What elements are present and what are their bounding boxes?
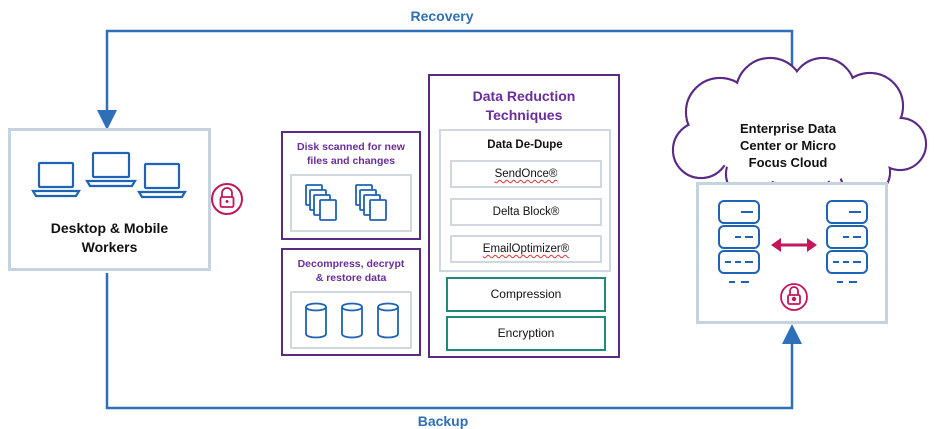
- sendonce-item: SendOnce®: [450, 160, 602, 188]
- workers-label: Desktop & Mobile Workers: [50, 220, 169, 255]
- dedupe-panel: Data De-Dupe SendOnce® Delta Block® Emai…: [439, 129, 611, 272]
- encryption-item: Encryption: [446, 316, 606, 351]
- data-reduction-box: Data Reduction Techniques Data De-Dupe S…: [428, 74, 620, 358]
- database-icon: [305, 302, 327, 339]
- delta-block-item: Delta Block®: [450, 198, 602, 226]
- padlock-icon: [780, 283, 808, 311]
- scan-title: Disk scanned for new files and changes: [297, 141, 405, 167]
- databases: [305, 302, 399, 339]
- laptop-icon: [31, 161, 81, 198]
- dedupe-title: Data De-Dupe: [487, 139, 563, 151]
- recovery-label: Recovery: [410, 8, 474, 24]
- padlock-icon: [211, 183, 243, 215]
- recovery-arrow: [97, 29, 794, 130]
- data-center-box: [696, 182, 888, 324]
- file-stack-icon: [305, 184, 337, 221]
- double-arrow-icon: [771, 238, 817, 252]
- workers-box: Desktop & Mobile Workers: [8, 128, 211, 271]
- scan-box: Disk scanned for new files and changes: [281, 131, 421, 240]
- laptop-icon: [137, 162, 187, 199]
- database-icon: [377, 302, 399, 339]
- server-icon: [826, 200, 868, 283]
- file-stacks: [305, 184, 387, 221]
- compression-item: Compression: [446, 277, 606, 312]
- emailoptimizer-item: EmailOptimizer®: [450, 235, 602, 263]
- restore-icons-panel: [290, 291, 412, 349]
- server-icon: [718, 200, 760, 283]
- restore-title: Decompress, decrypt & restore data: [297, 258, 405, 284]
- file-stack-icon: [355, 184, 387, 221]
- backup-arrow: [105, 273, 802, 410]
- database-icon: [341, 302, 363, 339]
- scan-icons-panel: [290, 174, 412, 232]
- destination-label: Enterprise Data Center or Micro Focus Cl…: [739, 121, 837, 170]
- restore-box: Decompress, decrypt & restore data: [281, 248, 421, 356]
- data-reduction-title: Data Reduction Techniques: [472, 88, 576, 123]
- backup-label: Backup: [417, 413, 469, 429]
- laptop-icon: [85, 151, 137, 188]
- servers-group: [718, 200, 868, 311]
- laptops-group: [31, 151, 187, 199]
